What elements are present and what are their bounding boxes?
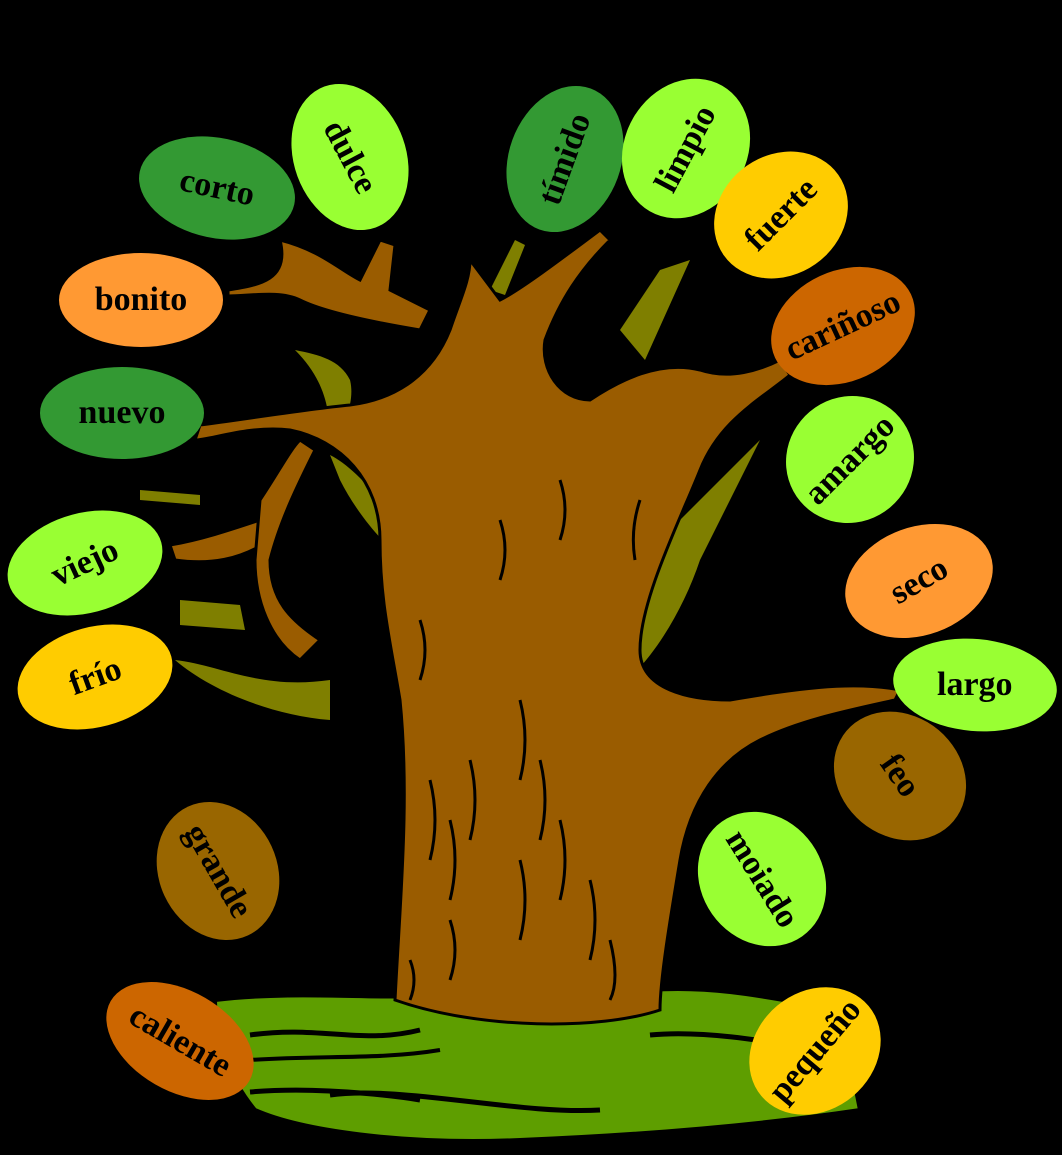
leaf-word: bonito (94, 281, 188, 318)
leaf-word: moiado (718, 823, 807, 935)
leaf-5: bonito (59, 253, 223, 347)
leaf-word: frío (63, 650, 126, 703)
leaf-word: caliente (122, 996, 238, 1085)
leaf-word: dulce (315, 113, 385, 200)
leaf-word: viejo (45, 531, 125, 595)
leaf-word: seco (883, 549, 955, 612)
leaf-word: tímido (530, 108, 599, 210)
leaf-word: nuevo (78, 394, 166, 431)
leaf-word: grande (176, 817, 260, 925)
bark-hatching (408, 479, 642, 1001)
leaf-word: feo (872, 747, 929, 805)
leaf-word: corto (176, 161, 258, 214)
leaf-word: amargo (797, 406, 903, 512)
leaf-word: pequeño (760, 991, 869, 1110)
leaf-word: cariñoso (779, 282, 907, 369)
leaf-word: fuerte (736, 170, 825, 259)
leaf-word: limpio (647, 98, 724, 198)
leaf-word: largo (937, 665, 1013, 703)
leaf-7: nuevo (40, 367, 204, 459)
tree-trunk (168, 228, 903, 1026)
